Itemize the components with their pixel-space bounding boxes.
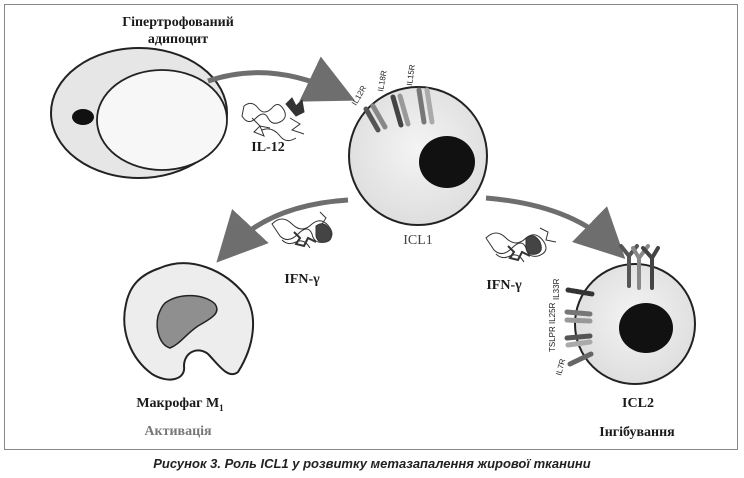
inhibition-label: Інгібування [599,425,675,440]
ifn-gamma-protein-icon-right [485,227,557,263]
icl2-top-receptors [619,244,660,290]
receptor-label-il15r: IL15R [405,64,417,87]
icl2-nucleus [619,303,673,353]
receptor-label-il33r: IL33R [552,278,561,300]
receptor-label-il18r: IL18R [376,70,389,93]
adipocyte-label-line2: адипоцит [147,32,209,47]
arrow-icl1-to-icl2 [485,195,626,259]
ifn-gamma-label-left: IFN-γ [284,272,320,287]
adipocyte-nucleus [72,109,94,125]
icl1-nucleus [419,136,475,188]
arrow-icl1-to-macrophage [216,197,349,263]
icl2-left-receptors [564,287,595,367]
ifn-gamma-label-right: IFN-γ [486,278,522,293]
adipocyte-label: Гіпертрофований адипоцит [118,14,238,48]
il12-protein-icon [241,97,305,142]
ifn-gamma-protein-icon-left [271,211,333,249]
macrophage-label: Макрофаг М1 [115,396,245,413]
icl1-receptors [363,87,435,133]
macrophage-label-subscript: 1 [219,402,224,413]
receptor-label-il25r: IL25R [548,302,557,324]
receptor-label-tslpr: TSLPR [548,326,557,352]
icl2-cell: IL33R IL25R TSLPR IL7R [548,244,696,385]
arrow-adipocyte-to-icl1 [207,56,356,102]
macrophage-cell [123,262,255,381]
hypertrophic-adipocyte [50,47,228,179]
receptor-label-il12r: IL12R [350,84,369,107]
macrophage-nucleus [156,294,218,349]
activation-label: Активація [144,424,212,439]
receptor-label-il7r: IL7R [554,358,567,377]
icl2-label: ICL2 [622,396,654,411]
adipocyte-label-line1: Гіпертрофований [122,15,234,30]
figure-caption: Рисунок 3. Роль ICL1 у розвитку метазапа… [153,456,591,471]
macrophage-label-text: Макрофаг М [136,396,220,411]
icl1-label: ICL1 [403,233,433,248]
icl1-cell: IL12R IL18R IL15R [348,64,488,226]
il12-label: IL-12 [251,140,285,155]
